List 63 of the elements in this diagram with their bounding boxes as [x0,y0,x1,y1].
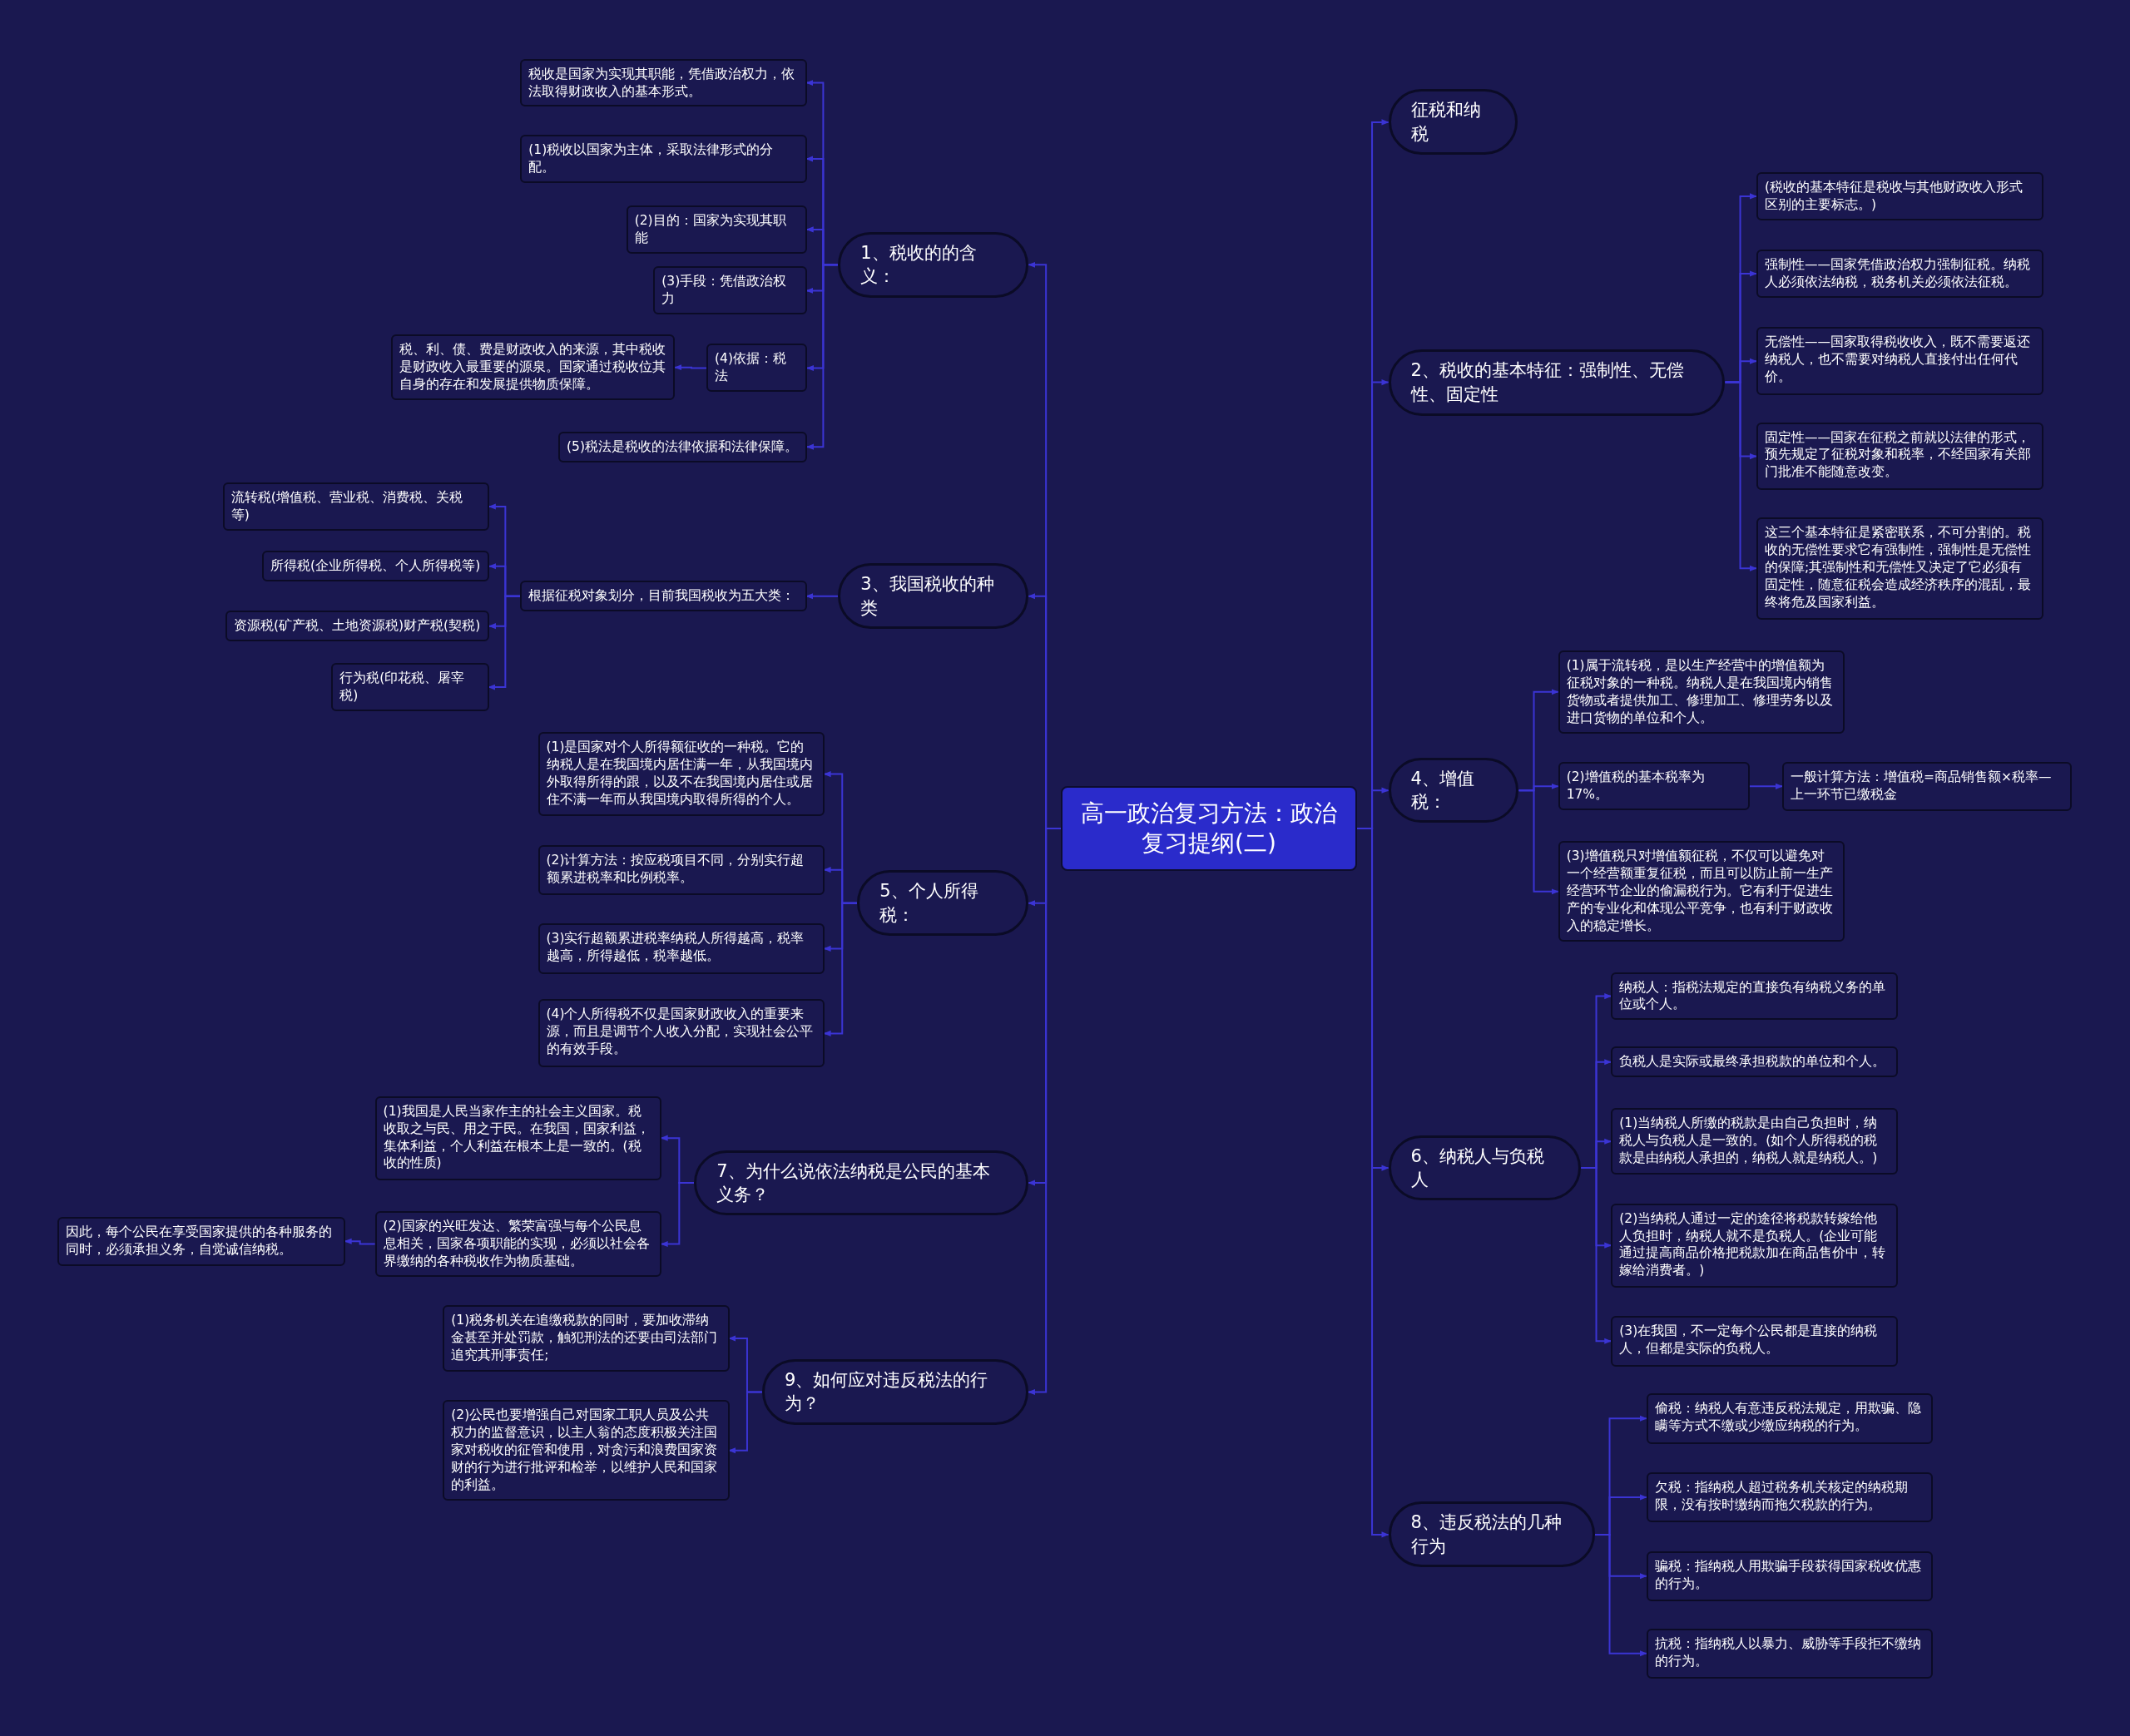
note-box: 骗税：指纳税人用欺骗手段获得国家税收优惠的行为。 [1646,1551,1934,1602]
note-box: 流转税(增值税、营业税、消费税、关税等) [222,482,489,531]
note-box: (税收的基本特征是税收与其他财政收入形式区别的主要标志。) [1756,171,2043,220]
note-box: 行为税(印花税、屠宰税) [331,663,489,711]
note-box: (2)增值税的基本税率为17%。 [1558,762,1750,811]
central-topic: 高一政治复习方法：政治复习提纲(二) [1061,786,1357,871]
note-box: (3)增值税只对增值额征税，不仅可以避免对一个经营额重复征税，而且可以防止前一生产经营环节企业的偷漏税行为。它有利于促进生产的专业化和体现公平竞争，也有利于财政收入的稳定增长。 [1558,841,1845,942]
connector-arrow [674,364,707,371]
connector-arrow [1748,783,1784,789]
note-box: 抗税：指纳税人以暴力、威胁等手段拒不缴纳的行为。 [1646,1628,1934,1679]
topic-pill: 1、税收的的含义： [838,231,1028,298]
note-box: 因此，每个公民在享受国家提供的各种服务的同时，必须承担义务，自觉诚信纳税。 [57,1216,345,1266]
connector-arrow [488,595,522,690]
connector-arrow [1593,1533,1647,1657]
note-box: 所得税(企业所得税、个人所得税等) [262,551,489,582]
topic-pill: 9、如何应对违反税法的行为？ [761,1358,1028,1425]
connector-arrow [728,1391,763,1454]
connector-arrow [805,593,840,600]
note-box: (3)在我国，不一定每个公民都是直接的纳税人，但都是实际的负税人。 [1611,1316,1898,1367]
note-box: (1)属于流转税，是以生产经营中的增值额为征税对象的一种税。纳税人是在我国境内销售货物或者提供加工、修理加工、修理劳务以及进口货物的单位和个人。 [1558,650,1845,734]
note-box: 强制性——国家凭借政治权力强制征税。纳税人必须依法纳税，税务机关必须依法征税。 [1756,249,2043,298]
note-box: (1)税收以国家为主体，采取法律形式的分配。 [520,135,807,183]
note-box: (1)税务机关在追缴税款的同时，要加收滞纳金甚至并处罚款，触犯刑法的还要由司法部门追究其刑事责任; [443,1304,730,1372]
note-box: 欠税：指纳税人超过税务机关核定的纳税期限，没有按时缴纳而拖欠税款的行为。 [1646,1472,1934,1523]
topic-pill: 8、违反税法的几种行为 [1388,1501,1595,1568]
note-box: (4)个人所得税不仅是国家财政收入的重要来源，而且是调节个人收入分配，实现社会公平的有效手段。 [537,999,825,1068]
note-box: 一般计算方法：增值税=商品销售额×税率—上一环节已缴税金 [1782,761,2072,811]
connector-arrow [1518,789,1559,895]
note-box: 纳税人：指税法规定的直接负有纳税义务的单位或个人。 [1611,972,1898,1021]
connector-arrow [1724,381,1757,571]
note-box: (2)目的：国家为实现其职能 [626,205,807,254]
note-box: 固定性——国家在征税之前就以法律的形式，预先规定了征税对象和税率，不经国家有关部门批准不能随意改变。 [1756,422,2043,491]
connector-arrow [660,1182,696,1248]
note-box: (4)依据：税法 [706,344,807,393]
topic-pill: 2、税收的基本特征：强制性、无偿性、固定性 [1388,349,1726,416]
topic-pill: 5、个人所得税： [857,870,1028,936]
connector-arrow [1580,1167,1612,1344]
note-box: (2)当纳税人通过一定的途径将税款转嫁给他人负担时，纳税人就不是负税人。(企业可能通过提高商品价格把税款加在商品售价中，转嫁给消费者。) [1611,1203,1898,1288]
note-box: (1)是国家对个人所得额征收的一种税。它的纳税人是在我国境内居住满一年，从我国境内外取得所得的跟，以及不在我国境内居住或居住不满一年而从我国境内取得所得的个人。 [537,732,825,817]
topic-pill: 4、增值税： [1388,757,1519,823]
note-box: (3)手段：凭借政治权力 [653,266,807,315]
note-box: (1)我国是人民当家作主的社会主义国家。税收取之与民、用之于民。在我国，国家利益，集体利益，个人利益在根本上是一致的。(税收的性质) [374,1096,662,1180]
note-box: (5)税法是税收的法律依据和法律保障。 [558,431,807,462]
note-box: 根据征税对象划分，目前我国税收为五大类： [520,581,807,612]
note-box: 资源税(矿产税、土地资源税)财产税(契税) [225,611,489,642]
connector-arrow [823,902,859,1037]
note-box: 负税人是实际或最终承担税款的单位和个人。 [1611,1046,1898,1078]
note-box: 税、利、债、费是财政收入的来源，其中税收是财政收入最重要的源泉。国家通过税收位其自身的存在和发展提供物质保障。 [391,334,676,400]
note-box: (3)实行超额累进税率纳税人所得越高，税率越高，所得越低，税率越低。 [537,923,825,974]
connector-arrow [344,1238,376,1245]
note-box: (2)国家的兴旺发达、繁荣富强与每个公民息息相关，国家各项职能的实现，必须以社会各界缴纳的各种税收作为物质基础。 [374,1211,662,1277]
note-box: (1)当纳税人所缴的税款是由自己负担时，纳税人与负税人是一致的。(如个人所得税的税款是由纳税人承担的，纳税人就是纳税人。) [1611,1108,1898,1175]
note-box: 税收是国家为实现其职能，凭借政治权力，依法取得财政收入的基本形式。 [520,58,807,107]
note-box: 无偿性——国家取得税收收入，既不需要返还纳税人，也不需要对纳税人直接付出任何代价。 [1756,327,2043,395]
note-box: (2)计算方法：按应税项目不同，分别实行超额累进税率和比例税率。 [537,844,825,896]
note-box: 这三个基本特征是紧密联系，不可分割的。税收的无偿性要求它有强制性，强制性是无偿性的保障;其强制性和无偿性又决定了它必须有固定性，随意征税会造成经济秩序的混乱，最终将危及国家利益。 [1756,517,2043,620]
connector-arrow [806,264,840,450]
note-box: 偷税：纳税人有意违反税法规定，用欺骗、隐瞒等方式不缴或少缴应纳税的行为。 [1646,1393,1934,1444]
topic-pill: 征税和纳税 [1388,89,1518,156]
topic-pill: 7、为什么说依法纳税是公民的基本义务？ [694,1150,1028,1216]
topic-pill: 3、我国税收的种类 [838,563,1028,629]
topic-pill: 6、纳税人与负税人 [1388,1135,1582,1201]
note-box: (2)公民也要增强自己对国家工职人员及公共权力的监督意识，以主人翁的态度积极关注国家对税收的征管和使用，对贪污和浪费国家资财的行为进行批评和检举，以维护人民和国家的利益。 [443,1400,730,1501]
